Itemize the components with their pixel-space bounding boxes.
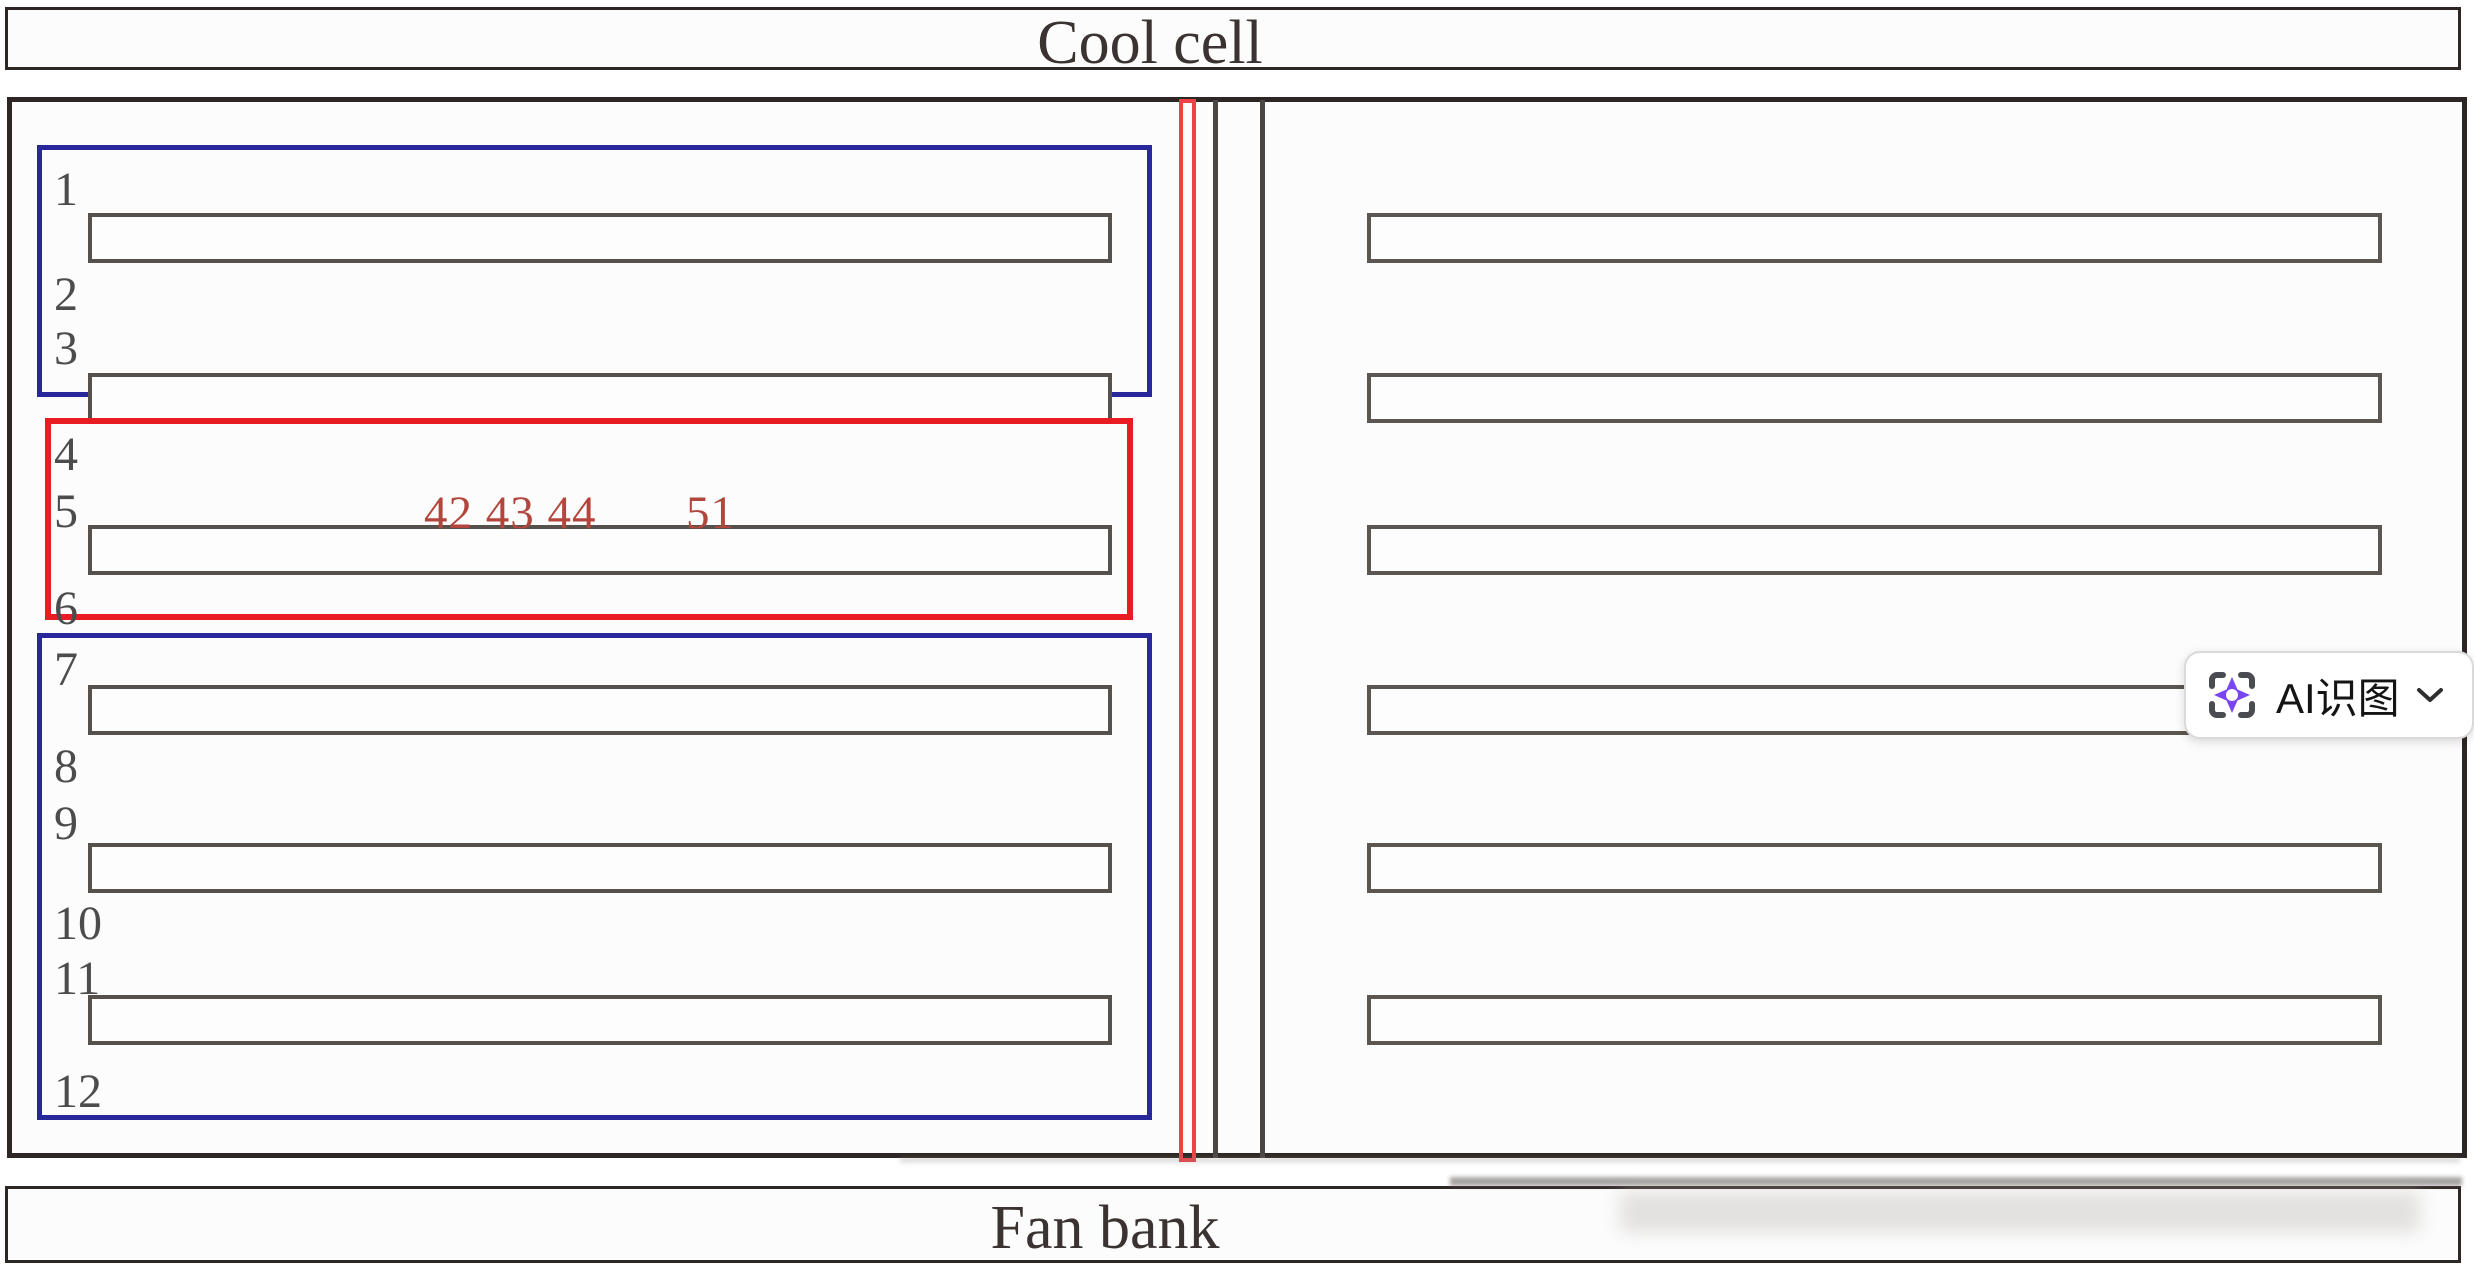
left-tube-bar-6 <box>88 995 1112 1045</box>
chevron-down-icon[interactable] <box>2416 686 2444 704</box>
row-number-8: 8 <box>54 740 78 793</box>
left-tube-bar-5 <box>88 843 1112 893</box>
fan-bank-banner <box>5 1186 2461 1263</box>
left-tube-bar-4 <box>88 685 1112 735</box>
row-number-6: 6 <box>54 582 78 635</box>
ai-button-label: AI识图 <box>2276 674 2400 722</box>
red-highlight-box-rows-4-6 <box>45 418 1133 620</box>
right-tube-bar-3 <box>1367 525 2382 575</box>
red-tube-numbers-42-43-44: 42 43 44 <box>424 487 597 539</box>
row-number-5: 5 <box>54 485 78 538</box>
ai-image-recognition-button[interactable]: AI识图 <box>2184 651 2474 739</box>
center-red-duct-line <box>1179 99 1196 1162</box>
red-tube-number-51: 51 <box>686 487 735 539</box>
right-tube-bar-6 <box>1367 995 2382 1045</box>
watermark-smudge <box>1450 1177 2462 1186</box>
right-tube-bar-2 <box>1367 373 2382 423</box>
left-tube-bar-3 <box>88 525 1112 575</box>
cell-shell <box>7 97 2467 1158</box>
left-tube-bar-2 <box>88 373 1112 423</box>
cool-cell-title: Cool cell <box>1037 9 1263 77</box>
row-number-7: 7 <box>54 643 78 696</box>
row-number-2: 2 <box>54 268 78 321</box>
scan-sparkle-icon <box>2209 672 2255 718</box>
row-number-9: 9 <box>54 797 78 850</box>
row-number-3: 3 <box>54 322 78 375</box>
row-number-1: 1 <box>54 163 78 216</box>
row-number-12: 12 <box>54 1065 102 1118</box>
cool-cell-banner <box>5 7 2461 70</box>
center-wall-line-right <box>1260 100 1265 1158</box>
center-wall-line-left <box>1213 100 1218 1158</box>
left-tube-bar-1 <box>88 213 1112 263</box>
right-tube-bar-5 <box>1367 843 2382 893</box>
row-number-4: 4 <box>54 428 78 481</box>
fan-bank-title: Fan bank <box>990 1194 1220 1262</box>
row-number-11: 11 <box>54 952 101 1005</box>
blue-highlight-box-rows-1-3 <box>37 145 1152 397</box>
blue-highlight-box-rows-7-12 <box>37 633 1152 1120</box>
right-tube-bar-1 <box>1367 213 2382 263</box>
row-number-10: 10 <box>54 897 102 950</box>
